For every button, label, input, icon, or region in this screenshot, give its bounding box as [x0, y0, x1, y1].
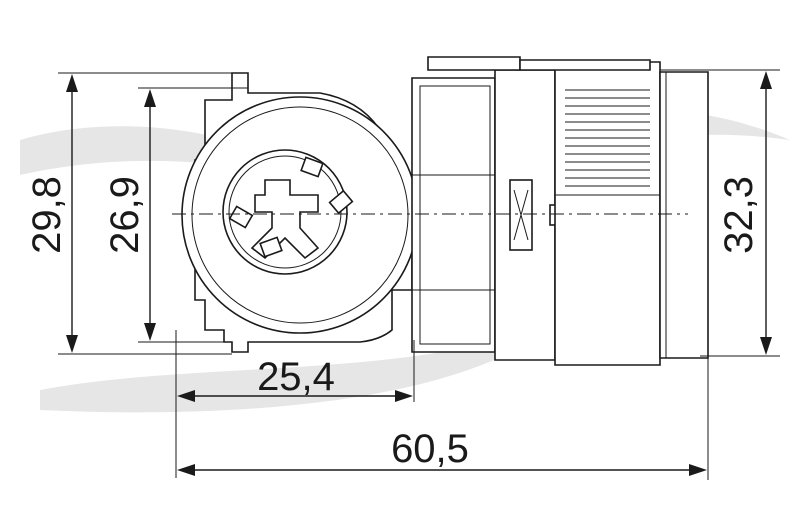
dimension-inner-height	[138, 87, 248, 343]
connector-front-view	[181, 72, 419, 353]
dimension-overall-height	[58, 72, 232, 355]
right-height-label: 32,3	[717, 176, 761, 254]
inner-height-label: 26,9	[103, 176, 147, 254]
ribbed-nut-texture	[565, 89, 650, 187]
total-length-label: 60,5	[391, 427, 469, 471]
dimension-total-length	[177, 358, 709, 480]
connector-side-view	[411, 56, 709, 366]
dimension-front-width	[175, 330, 415, 478]
dimension-right-height	[660, 69, 780, 357]
overall-height-label: 29,8	[25, 176, 69, 254]
front-width-label: 25,4	[257, 355, 335, 399]
